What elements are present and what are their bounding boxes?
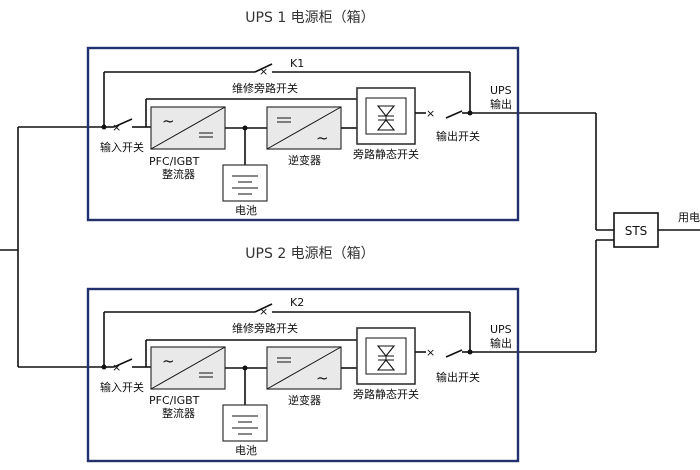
ups2-bypass-switch-label: K2 [290, 296, 304, 309]
feeder-lines [0, 112, 700, 368]
ups2-cabinet-frame [86, 287, 520, 463]
ups2-output-switch-mark: × [426, 346, 435, 359]
ups2-battery-label: 电池 [235, 444, 257, 457]
ups2-input-switch-mark: × [112, 361, 121, 374]
ups2-battery-box [222, 404, 268, 442]
ups1-cabinet-frame [86, 46, 520, 222]
load-label: 用电 [678, 211, 700, 224]
ups1-battery-box [222, 164, 268, 202]
ups2-output-label-2: 输出 [490, 336, 512, 350]
ups1-inverter-label: 逆变器 [288, 153, 321, 167]
svg-text:~: ~ [316, 369, 329, 387]
svg-text:~: ~ [162, 112, 175, 130]
ups1-output-switch-label: 输出开关 [436, 129, 480, 143]
ups2-k2-mark: × [259, 305, 268, 318]
ups1-output-label-1: UPS [490, 84, 512, 97]
ups2-maintenance-bypass-label: 维修旁路开关 [232, 321, 298, 335]
ups2-input-switch-label: 输入开关 [100, 380, 144, 394]
ups2-static-bypass-label: 旁路静态开关 [353, 387, 419, 401]
ups2-output-label-1: UPS [490, 323, 512, 336]
ups1-static-bypass-label: 旁路静态开关 [353, 147, 419, 161]
ups1-title: UPS 1 电源柜（箱） [245, 10, 374, 26]
ups1-input-switch-label: 输入开关 [100, 140, 144, 154]
ups2-title: UPS 2 电源柜（箱） [245, 246, 374, 262]
ups1-input-switch-mark: × [112, 121, 121, 134]
ups2-rectifier-label-2: 整流器 [162, 406, 195, 420]
ups-unit-2: UPS 2 电源柜（箱） × K2 维修旁路开关 × 输入开关 ~ PFC/IG… [86, 246, 520, 463]
ups-unit-1: UPS 1 电源柜（箱） × K1 维修旁路开关 × 输入开关 ~ PFC/IG… [86, 10, 520, 222]
ups2-rectifier-label-1: PFC/IGBT [149, 394, 200, 407]
svg-text:~: ~ [316, 129, 329, 147]
ups1-output-label-2: 输出 [490, 97, 512, 111]
sts-label: STS [625, 224, 648, 238]
ups1-bypass-switch-label: K1 [290, 57, 304, 70]
ups2-inverter-label: 逆变器 [288, 393, 321, 407]
svg-text:~: ~ [162, 352, 175, 370]
sts-block: STS [613, 212, 659, 248]
ups1-rectifier-label-2: 整流器 [162, 167, 195, 181]
ups1-k1-mark: × [259, 65, 268, 78]
ups1-maintenance-bypass-label: 维修旁路开关 [232, 81, 298, 95]
ups1-battery-label: 电池 [235, 204, 257, 217]
ups2-output-switch-label: 输出开关 [436, 370, 480, 384]
ups1-output-switch-mark: × [426, 107, 435, 120]
ups1-rectifier-label-1: PFC/IGBT [149, 155, 200, 168]
